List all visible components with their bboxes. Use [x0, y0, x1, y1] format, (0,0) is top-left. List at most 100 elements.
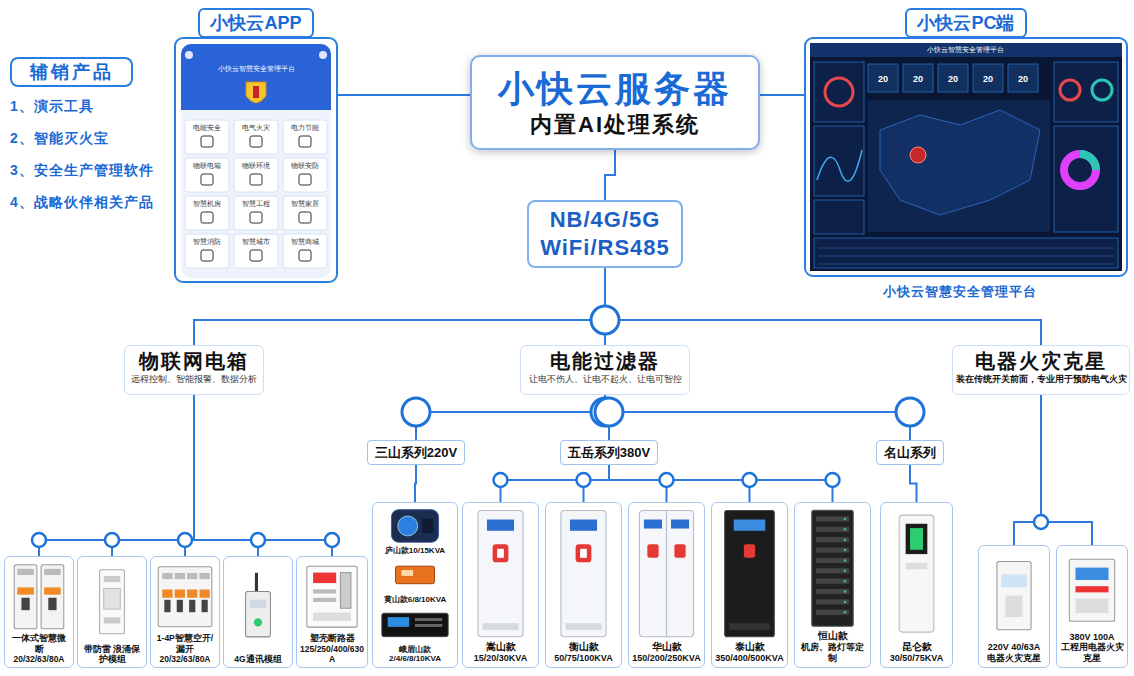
- node-text: 五岳系列380V: [568, 444, 650, 461]
- product-shape: [255, 573, 258, 594]
- phone-icon: [201, 136, 213, 147]
- product-shape: [158, 567, 212, 627]
- junction-dot: [577, 473, 591, 487]
- product-shape: [565, 623, 601, 630]
- product-shape: [844, 528, 846, 530]
- connector-line: [605, 150, 615, 200]
- product-card: 庐山款10/15KVA黄山款6/8/10KVA峨眉山款2/4/6/8/10KVA: [372, 502, 458, 668]
- phone-icon: [299, 212, 311, 223]
- product-shape: [816, 568, 849, 573]
- node-text: 物联网电箱: [127, 349, 261, 373]
- label-text: 电力节能: [283, 123, 327, 133]
- product-shape: [1001, 574, 1027, 587]
- product-illustration: [227, 560, 289, 654]
- dashboard-panel: [1054, 126, 1118, 232]
- node-text: 30/50/75KVA: [884, 653, 949, 664]
- dashboard-table: [814, 238, 1118, 268]
- phone-icon: [201, 212, 213, 223]
- product-shape: [250, 600, 267, 608]
- node-text: 黄山款6/8/10KVA: [376, 595, 454, 605]
- map-marker: [910, 147, 926, 163]
- label-text: 3、安全生产管理软件: [10, 162, 170, 179]
- product-shape: [671, 520, 689, 529]
- product-shape: [162, 573, 172, 579]
- connector-line: [609, 465, 833, 502]
- connector-line: [416, 395, 605, 440]
- phone-icon: [201, 174, 213, 185]
- product-shape: [189, 600, 195, 612]
- product-card: 380V 100A工程用电器火灾克星: [1056, 545, 1128, 668]
- dashboard-panel: [814, 200, 864, 234]
- connector-line: [39, 395, 194, 556]
- phone-cell: [185, 234, 229, 268]
- product-picture: [376, 555, 454, 595]
- product-shape: [100, 570, 125, 634]
- product-card: 嵩山款15/20/30KVA: [462, 502, 539, 668]
- phone-screen: [181, 44, 331, 278]
- node-text: 机房、路灯等定制: [798, 642, 867, 664]
- phone-cell: [283, 234, 327, 268]
- product-picture: [715, 506, 784, 641]
- product-shape: [422, 519, 433, 534]
- product-shape: [382, 613, 448, 636]
- product-shape: [175, 589, 185, 597]
- node-text: 让电不伤人、让电不起火、让电可智控: [523, 373, 687, 385]
- node-text: 20/32/63/80A: [8, 654, 70, 664]
- product-shape: [21, 598, 29, 610]
- phone-cell: [185, 158, 229, 192]
- product-picture: [376, 605, 454, 645]
- category-box: 电能过滤器让电不伤人、让电不起火、让电可智控: [520, 345, 690, 395]
- node-text: 220V 40/63A: [982, 642, 1046, 653]
- label-text: 电气火灾: [234, 123, 278, 133]
- label-text: 物联电箱: [185, 161, 229, 171]
- phone-icon: [250, 136, 262, 147]
- product-shape: [164, 600, 170, 612]
- server-box: 小快云服务器内置AI处理系统: [470, 55, 760, 150]
- connector-line: [194, 395, 258, 556]
- product-shape: [816, 558, 849, 563]
- product-picture: [376, 506, 454, 546]
- product-shape: [199, 589, 209, 597]
- stat-box: [973, 64, 1003, 92]
- product-shape: [187, 589, 197, 597]
- dashboard-chart: [817, 150, 862, 181]
- product-shape: [177, 600, 183, 612]
- phone-icon: [299, 174, 311, 185]
- node-text: 电能过滤器: [523, 349, 687, 373]
- junction-dot: [494, 473, 508, 487]
- product-shape: [104, 617, 121, 623]
- product-shape: [666, 511, 667, 637]
- stat-box: [903, 64, 933, 92]
- node-text: 380V 100A: [1060, 632, 1124, 643]
- label-text: 智慧家居: [283, 199, 327, 209]
- product-shape: [175, 573, 185, 579]
- product-shape: [816, 589, 849, 594]
- product-shape: [313, 589, 336, 593]
- product-shape: [199, 573, 209, 579]
- product-shape: [398, 516, 418, 536]
- stat-box: [868, 64, 898, 92]
- product-card: 昆仑款30/50/75KVA: [880, 502, 953, 668]
- product-shape: [844, 590, 846, 592]
- node-text: 衡山款: [549, 641, 618, 653]
- product-shape: [313, 612, 351, 620]
- label-text: 小快云智慧安全管理平台: [890, 45, 1040, 55]
- node-text: 工程用电器火灾克星: [1060, 642, 1124, 664]
- junction-dot: [402, 398, 430, 426]
- node-text: NB/4G/5G WiFi/RS485: [533, 206, 677, 262]
- product-card: 恒山款机房、路灯等定制: [794, 502, 871, 668]
- stat-box: [938, 64, 968, 92]
- product-shape: [816, 599, 849, 604]
- node-text: 三山系列220V: [375, 444, 457, 461]
- connector-line: [415, 465, 416, 502]
- node-text: 20/32/63/80A: [154, 654, 216, 664]
- category-box: 电器火灾克星装在传统开关前面，专业用于预防电气火灾: [952, 345, 1130, 395]
- product-shape: [17, 587, 34, 594]
- product-illustration: [884, 506, 949, 641]
- product-shape: [561, 511, 606, 637]
- phone-icon: [250, 250, 262, 261]
- phone-cell: [185, 196, 229, 230]
- node-text: 装在传统开关前面，专业用于预防电气火灾: [955, 373, 1127, 385]
- product-shape: [844, 518, 846, 520]
